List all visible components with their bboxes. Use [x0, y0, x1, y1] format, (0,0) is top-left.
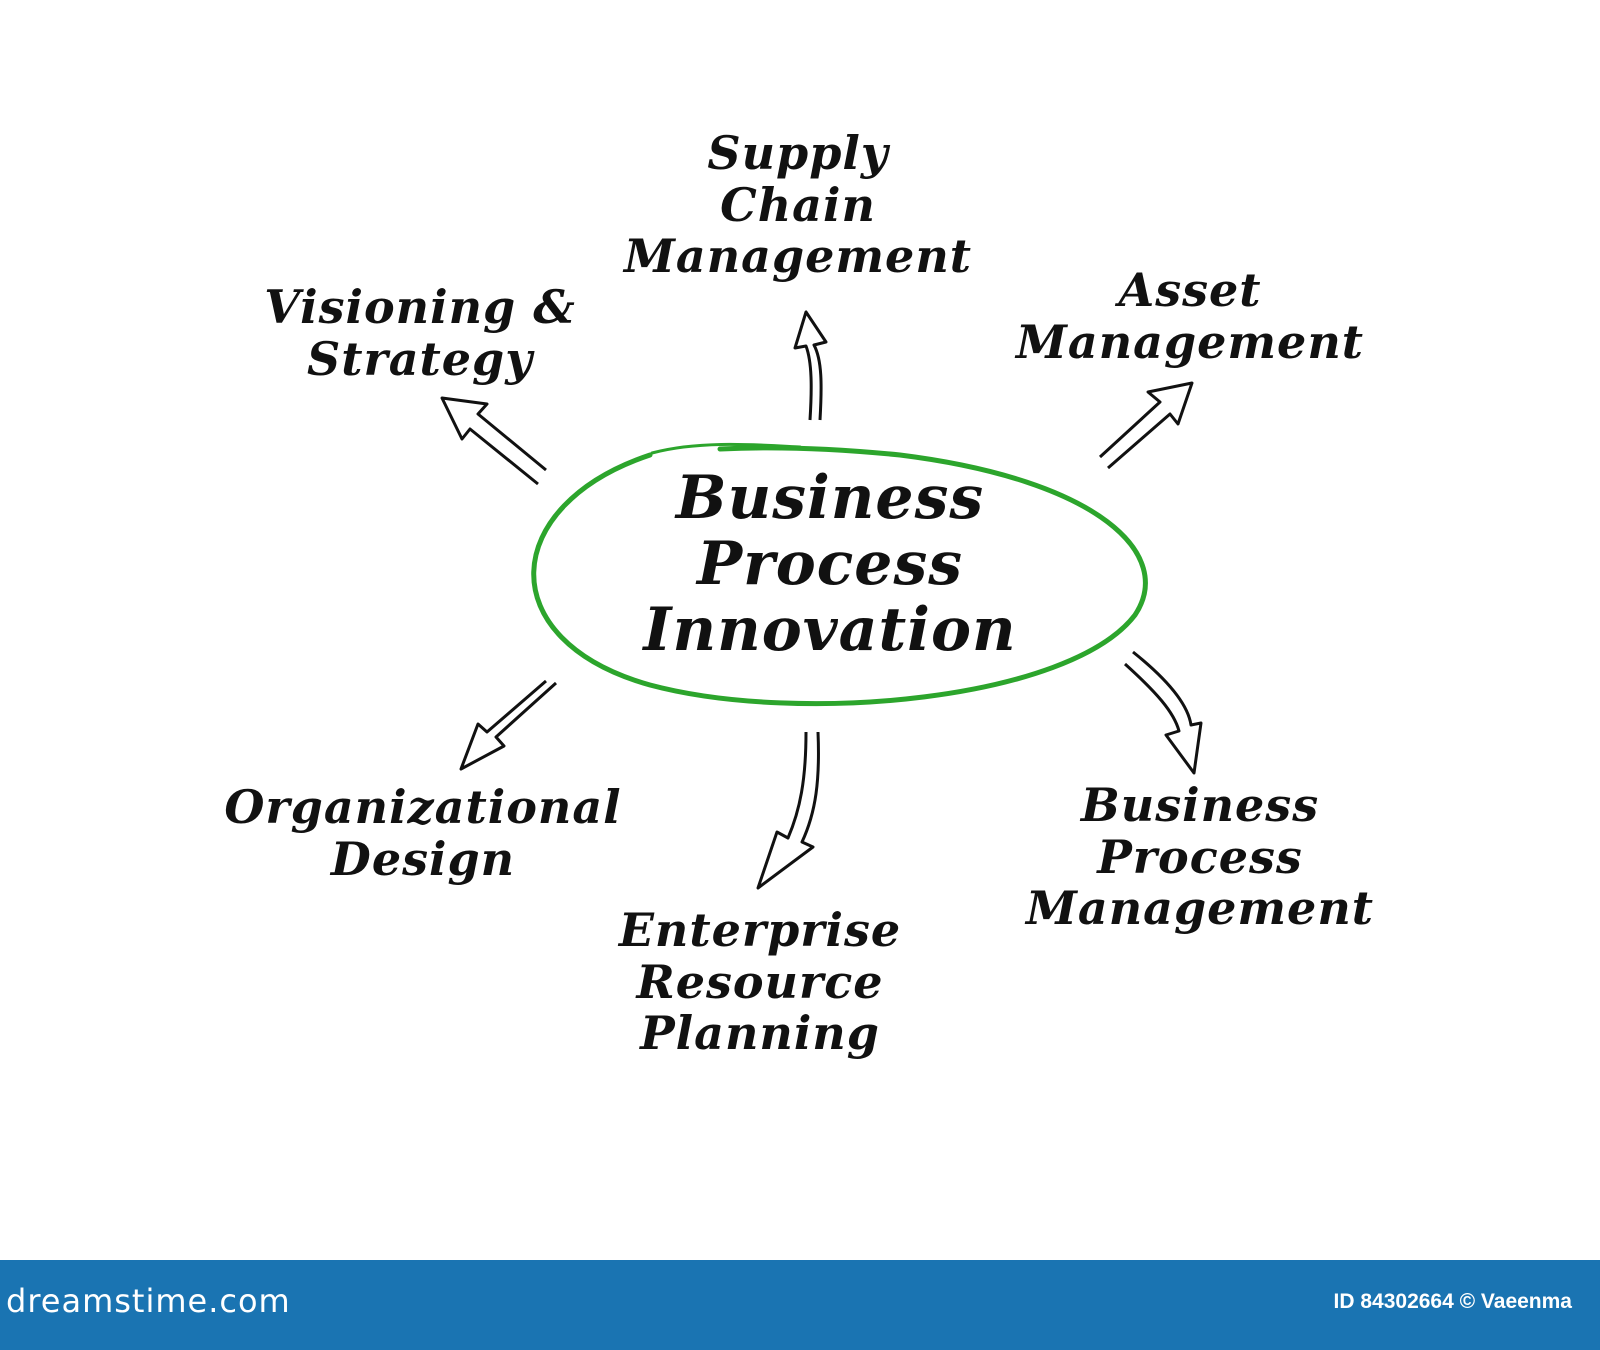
arrow-to-asset-management [1098, 381, 1194, 470]
node-label-line: Resource [636, 954, 884, 1009]
node-business-process-management: Business Process Management [1010, 778, 1390, 936]
node-label-line: Management [1025, 881, 1375, 936]
center-label-line: Innovation [643, 595, 1017, 665]
node-label-line: Design [330, 831, 516, 886]
diagram-canvas [440, 310, 1203, 890]
arrow-to-supply-chain-management [793, 310, 828, 421]
node-label-line: Enterprise [618, 903, 902, 957]
node-organizational-design: Organizational Design [188, 780, 658, 886]
center-ellipse [531, 442, 1148, 707]
node-label-line: Strategy [307, 331, 533, 386]
arrow-to-enterprise-resource-planning [756, 731, 820, 890]
node-label-line: Process [1097, 829, 1303, 884]
node-label-line: Visioning & [264, 280, 576, 334]
center-label: Business Process Innovation [610, 465, 1050, 663]
arrow-to-business-process-management [1123, 650, 1203, 775]
footer-brand: dreamstime.com [6, 1282, 291, 1320]
node-label-line: Chain [720, 177, 876, 232]
footer-credit: ID 84302664 © Vaeenma [1333, 1290, 1572, 1313]
node-label-line: Business [1080, 778, 1320, 832]
node-supply-chain-management: Supply Chain Management [608, 126, 988, 284]
node-label-line: Management [623, 229, 973, 284]
arrow-to-visioning-strategy [440, 396, 547, 486]
node-label-line: Organizational [224, 780, 622, 834]
node-label-line: Management [1015, 314, 1365, 369]
watermark-footer: dreamstime.com ID 84302664 © Vaeenma [0, 1260, 1600, 1350]
node-asset-management: Asset Management [1000, 263, 1380, 369]
node-visioning-strategy: Visioning & Strategy [250, 280, 590, 386]
center-label-line: Process [696, 529, 963, 599]
node-label-line: Planning [640, 1006, 880, 1061]
node-enterprise-resource-planning: Enterprise Resource Planning [600, 903, 920, 1061]
arrow-to-organizational-design [459, 679, 558, 771]
node-label-line: Asset [1118, 263, 1262, 317]
node-label-line: Supply [707, 126, 889, 180]
center-label-line: Business [675, 463, 985, 533]
